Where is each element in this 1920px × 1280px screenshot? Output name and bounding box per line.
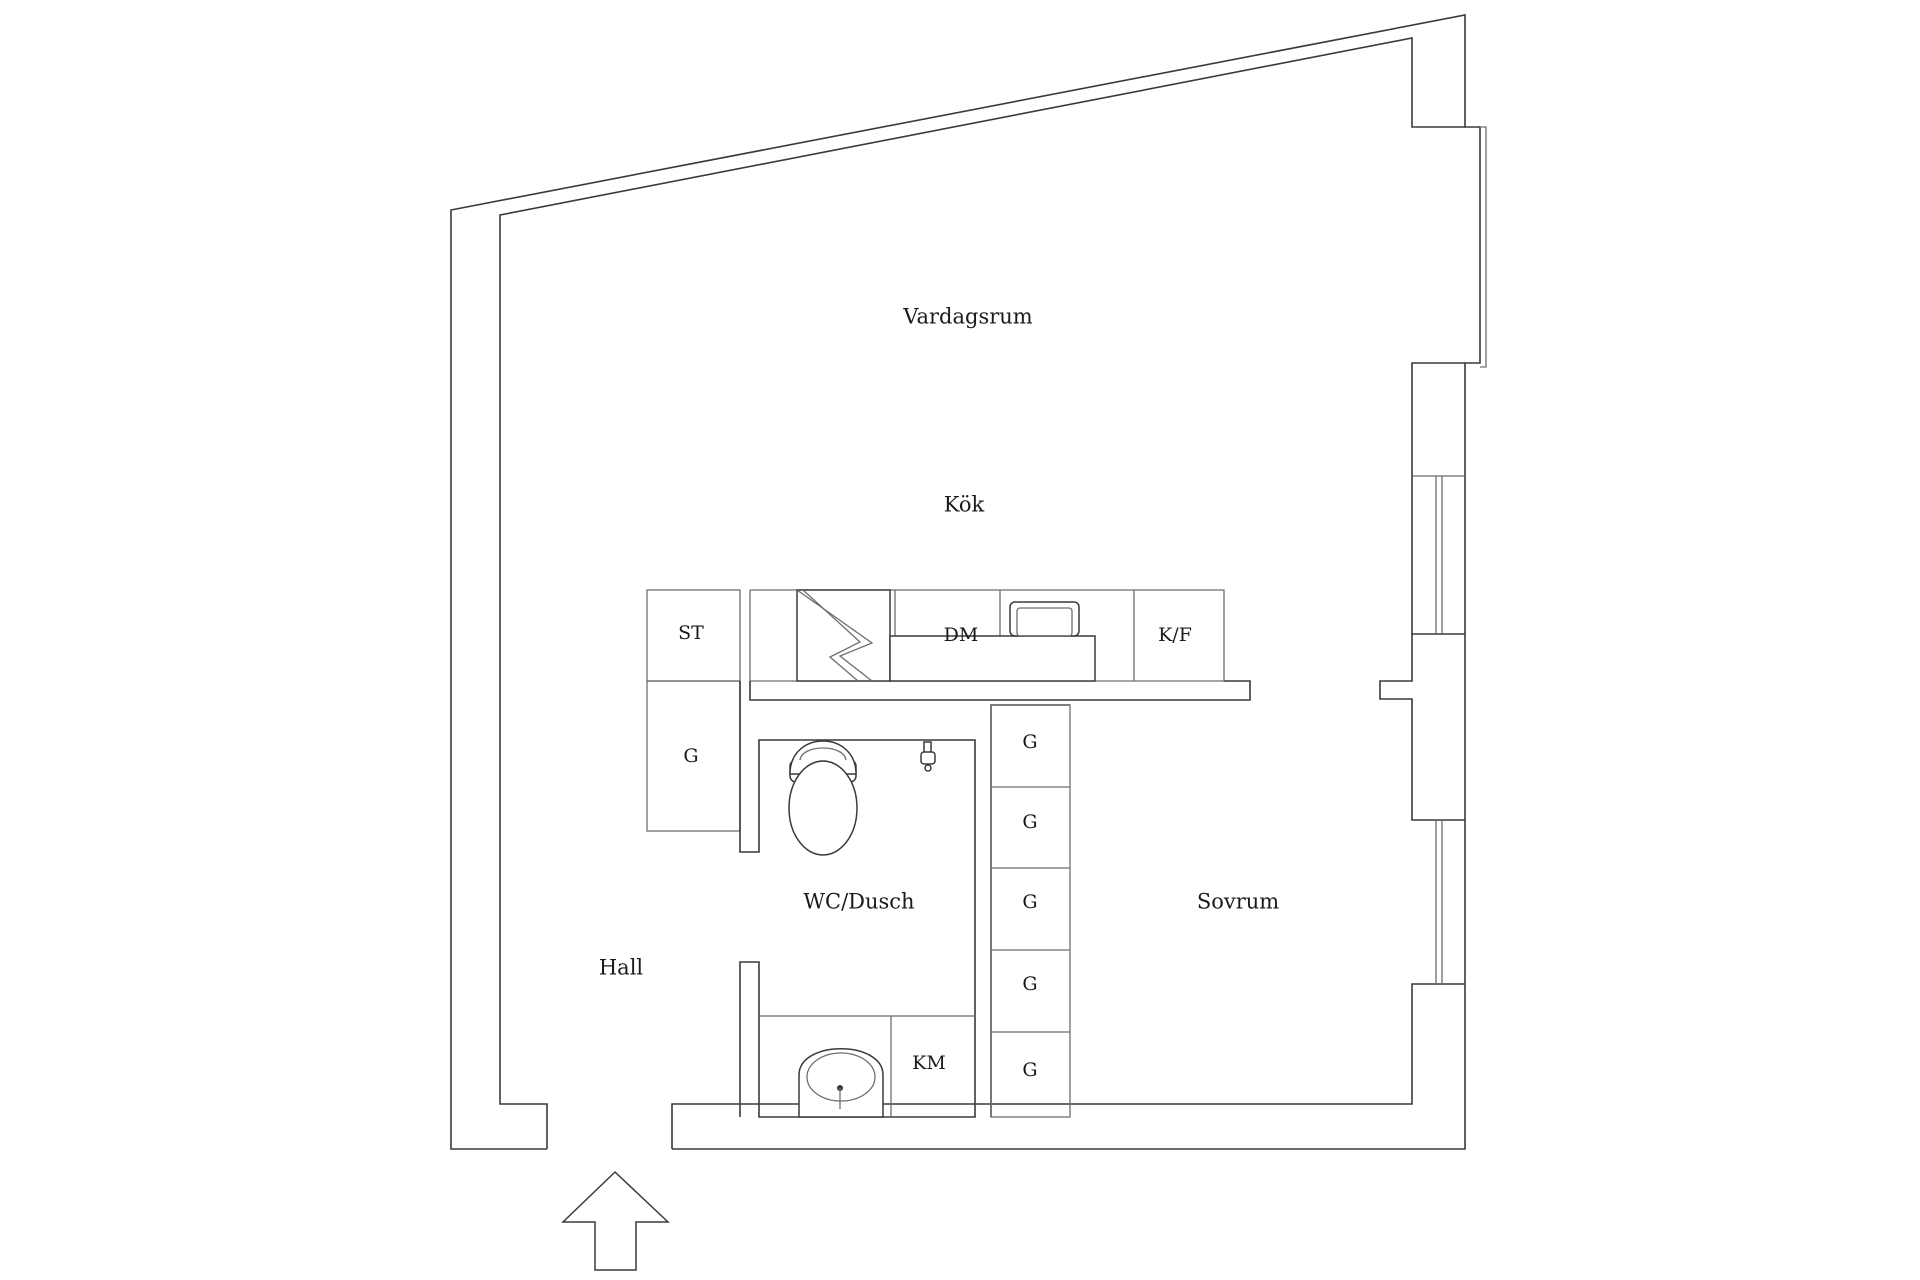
kitchen-sink-icon — [1009, 601, 1080, 637]
toilet-icon — [788, 740, 858, 856]
exterior-walls — [450, 14, 1487, 1150]
unit-label-wardrobe-2: G — [1022, 811, 1037, 833]
bathroom — [759, 740, 975, 1118]
unit-label-fridge-freezer: K/F — [1158, 624, 1192, 646]
room-label-living: Vardagsrum — [902, 305, 1033, 329]
unit-label-wardrobe-1: G — [1022, 731, 1037, 753]
room-label-kitchen: Kök — [944, 493, 985, 517]
shower-tap-icon — [920, 741, 936, 772]
washbasin-icon — [798, 1048, 884, 1118]
unit-label-hall-wardrobe: G — [683, 745, 698, 767]
room-label-bath: WC/Dusch — [803, 890, 914, 914]
kitchen-counter — [646, 589, 1251, 701]
room-label-bedroom: Sovrum — [1197, 890, 1279, 914]
bedroom-wardrobes — [990, 704, 1071, 1118]
unit-label-wardrobe-5: G — [1022, 1059, 1037, 1081]
unit-label-wardrobe-4: G — [1022, 973, 1037, 995]
unit-label-dishwasher: DM — [944, 624, 979, 646]
room-label-hall: Hall — [599, 956, 644, 980]
unit-label-washing-machine: KM — [912, 1052, 946, 1074]
entrance-arrow-icon — [561, 1170, 670, 1271]
unit-label-stove: ST — [678, 622, 704, 644]
unit-label-wardrobe-3: G — [1022, 891, 1037, 913]
hob-icon — [796, 589, 891, 682]
hall-storage — [646, 680, 976, 1118]
